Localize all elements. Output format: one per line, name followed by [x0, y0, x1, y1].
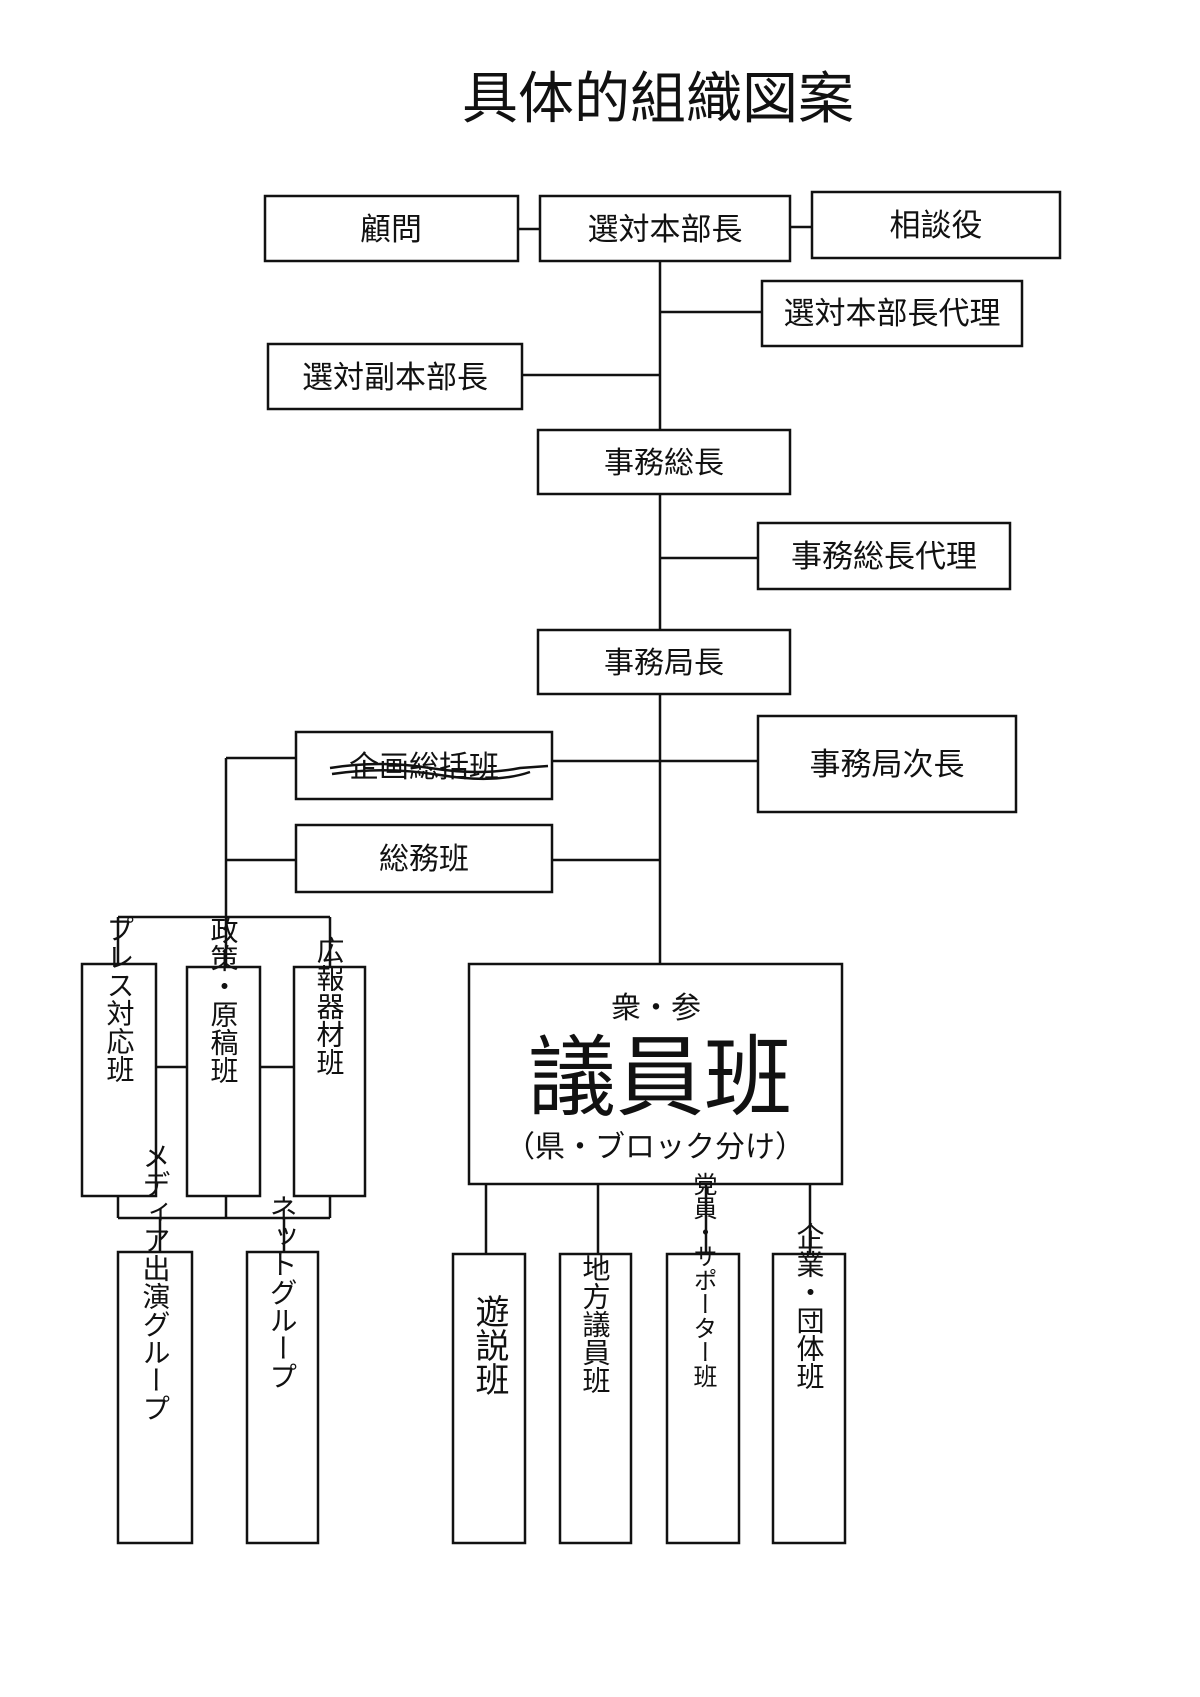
node-jimukyokucho: 事務局長: [536, 628, 792, 696]
node-seisaku: 政策・原稿班: [185, 916, 262, 1198]
svg-text:党員・サポーター班: 党員・サポーター班: [689, 1172, 717, 1388]
node-media: メディア出演グループ: [116, 1142, 194, 1545]
svg-text:選対本部長代理: 選対本部長代理: [784, 296, 1001, 332]
svg-text:事務総長代理: 事務総長代理: [791, 539, 977, 575]
giin-main-label: 議員班: [528, 1026, 792, 1129]
giin-sub-label: （県・ブロック分け）: [505, 1130, 805, 1165]
strikethrough-mark: [329, 762, 549, 774]
svg-text:ネットグループ: ネットグループ: [266, 1194, 299, 1390]
node-fuku-hombucho: 選対副本部長: [266, 342, 524, 411]
svg-text:事務総長: 事務総長: [604, 446, 724, 481]
svg-text:広報器材班: 広報器材班: [313, 936, 346, 1076]
connector-lines: [116, 225, 812, 1254]
node-komon: 顧問: [263, 194, 520, 263]
svg-text:選対副本部長: 選対副本部長: [302, 360, 488, 396]
node-somu: 総務班: [294, 823, 554, 894]
svg-text:政策・原稿班: 政策・原稿班: [207, 916, 240, 1084]
node-kigyo: 企業・団体班: [771, 1222, 847, 1545]
node-sodanyaku: 相談役: [810, 190, 1062, 260]
node-kikaku-sokatsu: 企画総括班: [294, 730, 554, 801]
node-chiho: 地方議員班: [558, 1252, 633, 1545]
node-toin: 党員・サポーター班: [665, 1172, 741, 1545]
giin-top-label: 衆・参: [611, 991, 701, 1026]
node-jimukyoku-jicho: 事務局次長: [756, 714, 1018, 814]
svg-text:事務局長: 事務局長: [604, 646, 724, 681]
page-title: 具体的組織図案: [462, 67, 854, 132]
node-jimu-socho: 事務総長: [536, 428, 792, 496]
node-hombucho-dairi: 選対本部長代理: [760, 279, 1024, 348]
svg-text:顧問: 顧問: [360, 212, 422, 248]
node-net: ネットグループ: [245, 1194, 320, 1545]
svg-text:事務局次長: 事務局次長: [810, 747, 965, 783]
node-yuzei: 遊説班: [451, 1252, 527, 1545]
svg-text:プレス対応班: プレス対応班: [103, 915, 136, 1083]
svg-text:遊説班: 遊説班: [469, 1294, 509, 1396]
svg-text:メディア出演グループ: メディア出演グループ: [139, 1142, 172, 1422]
svg-text:総務班: 総務班: [379, 842, 469, 877]
svg-text:企業・団体班: 企業・団体班: [793, 1222, 826, 1390]
node-press: プレス対応班: [80, 915, 158, 1198]
node-koho: 広報器材班: [292, 936, 367, 1198]
node-jimu-socho-dairi: 事務総長代理: [756, 521, 1012, 591]
node-hombucho: 選対本部長: [538, 194, 792, 263]
svg-text:地方議員班: 地方議員班: [579, 1254, 612, 1394]
svg-text:選対本部長: 選対本部長: [588, 212, 743, 248]
svg-text:相談役: 相談役: [890, 208, 983, 244]
node-giin: 衆・参 議員班 （県・ブロック分け）: [467, 962, 844, 1186]
